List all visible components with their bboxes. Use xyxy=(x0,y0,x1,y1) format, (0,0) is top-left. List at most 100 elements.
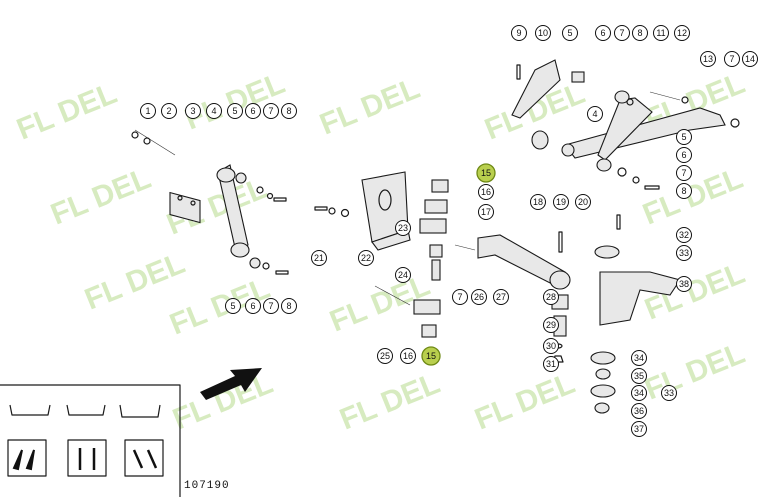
callout-8: 8 xyxy=(281,103,297,119)
callout-7: 7 xyxy=(676,165,692,181)
callout-29: 29 xyxy=(543,317,559,333)
callout-7: 7 xyxy=(724,51,740,67)
callout-number: 2 xyxy=(166,106,171,116)
watermark-text: FL DEL xyxy=(638,162,747,232)
callout-circle xyxy=(452,289,468,305)
callout-circle xyxy=(400,348,416,364)
callout-24: 24 xyxy=(395,267,411,283)
callout-circle xyxy=(245,103,261,119)
callout-number: 9 xyxy=(516,28,521,38)
callout-number: 7 xyxy=(457,292,462,302)
direction-arrow xyxy=(200,368,262,400)
callout-circle xyxy=(631,421,647,437)
callout-16: 16 xyxy=(478,184,494,200)
callout-31: 31 xyxy=(543,356,559,372)
watermark-text: FL DEL xyxy=(168,367,277,437)
callout-17: 17 xyxy=(478,204,494,220)
callout-number: 22 xyxy=(361,253,371,263)
callout-circle xyxy=(676,245,692,261)
callout-number: 3 xyxy=(190,106,195,116)
callout-circle xyxy=(676,129,692,145)
callout-38: 38 xyxy=(676,276,692,292)
callout-circle xyxy=(281,298,297,314)
callout-9: 9 xyxy=(511,25,527,41)
callout-number: 27 xyxy=(496,292,506,302)
callout-circle xyxy=(553,194,569,210)
callout-circle xyxy=(676,147,692,163)
callout-circle xyxy=(245,298,261,314)
callout-5: 5 xyxy=(225,298,241,314)
callout-number: 23 xyxy=(398,223,408,233)
callout-number: 16 xyxy=(481,187,491,197)
watermark-text: FL DEL xyxy=(80,247,189,317)
callout-circle xyxy=(631,403,647,419)
callout-19: 19 xyxy=(553,194,569,210)
callout-number: 5 xyxy=(230,301,235,311)
callout-number: 5 xyxy=(681,132,686,142)
callout-number: 33 xyxy=(679,248,689,258)
callout-number: 31 xyxy=(546,359,556,369)
callout-3: 3 xyxy=(185,103,201,119)
callout-30: 30 xyxy=(543,338,559,354)
callout-circle xyxy=(377,348,393,364)
callout-number: 12 xyxy=(677,28,687,38)
callout-number: 14 xyxy=(745,54,755,64)
watermark-text: FL DEL xyxy=(12,77,121,147)
callout-number: 25 xyxy=(380,351,390,361)
callout-26: 26 xyxy=(471,289,487,305)
callout-number: 28 xyxy=(546,292,556,302)
callout-number: 32 xyxy=(679,230,689,240)
callout-number: 20 xyxy=(578,197,588,207)
callout-circle xyxy=(632,25,648,41)
callout-number: 18 xyxy=(533,197,543,207)
callout-number: 6 xyxy=(600,28,605,38)
callout-circle xyxy=(543,338,559,354)
callout-circle xyxy=(742,51,758,67)
callout-number: 38 xyxy=(679,279,689,289)
callout-number: 8 xyxy=(681,186,686,196)
callout-12: 12 xyxy=(674,25,690,41)
upper-frame xyxy=(511,59,740,190)
callout-5: 5 xyxy=(227,103,243,119)
watermark-text: FL DEL xyxy=(315,72,424,142)
callout-circle xyxy=(653,25,669,41)
callout-32: 32 xyxy=(676,227,692,243)
callout-number: 37 xyxy=(634,424,644,434)
callout-number: 15 xyxy=(426,351,436,361)
callout-2: 2 xyxy=(161,103,177,119)
callout-circle xyxy=(676,183,692,199)
callout-number: 21 xyxy=(314,253,324,263)
callout-number: 7 xyxy=(268,106,273,116)
callout-circle xyxy=(587,106,603,122)
drawing-number: 107190 xyxy=(184,480,230,492)
callout-34: 34 xyxy=(631,350,647,366)
inset-panel xyxy=(0,384,181,497)
callout-4: 4 xyxy=(587,106,603,122)
callout-circle xyxy=(511,25,527,41)
watermark-text: FL DEL xyxy=(640,337,749,407)
callout-circle xyxy=(543,317,559,333)
lower-mount xyxy=(590,214,681,414)
callout-circle xyxy=(724,51,740,67)
callout-7: 7 xyxy=(614,25,630,41)
callout-number: 26 xyxy=(474,292,484,302)
callout-number: 8 xyxy=(286,106,291,116)
callout-34: 34 xyxy=(631,385,647,401)
callout-circle xyxy=(161,103,177,119)
callout-number: 7 xyxy=(268,301,273,311)
callout-circle xyxy=(700,51,716,67)
callout-circle xyxy=(543,289,559,305)
callout-circle xyxy=(358,250,374,266)
callout-number: 16 xyxy=(403,351,413,361)
callout-6: 6 xyxy=(595,25,611,41)
callout-8: 8 xyxy=(676,183,692,199)
callout-number: 5 xyxy=(232,106,237,116)
callout-circle xyxy=(227,103,243,119)
callout-circle xyxy=(631,350,647,366)
watermark-text: FL DEL xyxy=(470,367,579,437)
callout-number: 6 xyxy=(250,106,255,116)
callout-15: 15 xyxy=(476,163,496,183)
callout-number: 24 xyxy=(398,270,408,280)
callout-circle xyxy=(263,103,279,119)
callout-circle xyxy=(661,385,677,401)
